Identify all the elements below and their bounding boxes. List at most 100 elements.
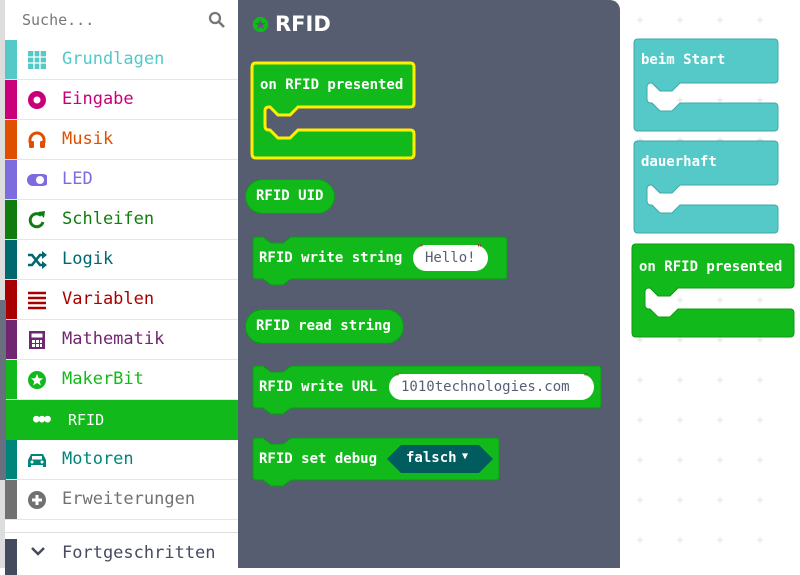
grid-mark [677,297,683,303]
category-musik[interactable]: Musik [5,120,238,160]
grid-mark [717,537,723,543]
grid-mark [677,97,683,103]
category-label: Schleifen [62,209,155,229]
category-color-bar [5,40,17,79]
grid-mark [677,337,683,343]
subcategory-rfid[interactable]: ●●● RFID [5,400,238,440]
grid-mark [757,417,763,423]
category-color-bar [5,160,17,199]
category-color-bar [5,360,17,399]
string-input[interactable]: Hello! [413,236,488,271]
calculator-icon [27,330,47,350]
grid-mark [757,497,763,503]
list-icon [27,290,47,310]
block-label: RFID write string [259,250,403,266]
category-color-bar [5,539,17,575]
grid-mark [637,377,643,383]
car-icon [27,450,47,470]
block-shape [250,61,416,160]
grid-mark [637,17,643,23]
grid-mark [677,537,683,543]
flyout-title-text: RFID [275,12,331,36]
scrollbar[interactable] [0,300,6,480]
window-edge [0,0,5,568]
grid-mark [757,297,763,303]
category-schleifen[interactable]: Schleifen [5,200,238,240]
category-label: Fortgeschritten [62,543,216,563]
category-makerbit[interactable]: MakerBit [5,360,238,400]
grid-mark [717,417,723,423]
block-shape [633,140,779,234]
block-rfid-read-string[interactable]: RFID read string [245,309,404,344]
grid-mark [637,497,643,503]
dropdown-arrow-icon: ▼ [462,451,469,462]
category-eingabe[interactable]: Eingabe [5,80,238,120]
plus-circle-icon [27,490,47,510]
grid-mark [717,17,723,23]
grid-mark [757,337,763,343]
category-label: Erweiterungen [62,489,196,509]
search-icon[interactable] [208,11,226,29]
grid-icon [27,50,47,70]
category-label: Variablen [62,289,155,309]
search-input[interactable]: Suche... [5,0,238,40]
advanced-toggle[interactable]: Fortgeschritten [5,532,238,575]
subcategory-label: RFID [68,411,105,429]
block-label: RFID read string [256,318,391,334]
block-label: RFID set debug [259,451,378,467]
grid-mark [757,457,763,463]
headphones-icon [27,130,47,150]
category-grundlagen[interactable]: Grundlagen [5,40,238,80]
block-shape [631,243,795,338]
shuffle-icon [27,250,47,270]
grid-mark [677,497,683,503]
grid-mark [757,97,763,103]
block-label: beim Start [641,52,726,68]
grid-mark [637,417,643,423]
category-label: LED [62,169,93,189]
star-icon [252,16,269,32]
grid-mark [717,497,723,503]
grid-mark [717,377,723,383]
grid-mark [637,537,643,543]
category-motoren[interactable]: Motoren [5,440,238,480]
category-erweiterungen[interactable]: Erweiterungen [5,480,238,520]
category-mathematik[interactable]: Mathematik [5,320,238,360]
category-label: Mathematik [62,329,165,349]
flyout-panel: RFID on RFID presented RFID UID RFID wri… [238,0,620,568]
workspace[interactable]: beim Start dauerhaft on RFID presented [620,0,800,568]
category-variablen[interactable]: Variablen [5,280,238,320]
block-rfid-uid[interactable]: RFID UID [245,179,335,214]
chevron-down-icon [31,547,45,556]
category-color-bar [5,120,17,159]
category-color-bar [5,200,17,239]
category-label: Eingabe [62,89,134,109]
category-label: Musik [62,129,114,149]
block-label: on RFID presented [639,259,783,275]
boolean-dropdown[interactable]: falsch ▼ [387,445,493,473]
grid-mark [677,377,683,383]
category-logik[interactable]: Logik [5,240,238,280]
category-color-bar [5,480,17,519]
block-label: RFID UID [256,188,324,204]
category-label: Logik [62,249,114,269]
category-label: Grundlagen [62,49,165,69]
circle-dot-icon [27,90,47,110]
grid-mark [677,17,683,23]
category-label: Motoren [62,449,134,469]
grid-mark [677,417,683,423]
category-label: MakerBit [62,369,144,389]
category-color-bar [5,320,17,359]
toggle-icon [27,170,47,190]
dots-icon: ●●● [33,412,51,425]
category-color-bar [5,440,17,479]
category-color-bar [5,240,17,279]
block-label: on RFID presented [260,77,404,93]
refresh-icon [27,210,47,230]
category-led[interactable]: LED [5,160,238,200]
category-color-bar [5,280,17,319]
grid-mark [677,457,683,463]
grid-mark [757,377,763,383]
url-input[interactable]: 1010technologies.com [389,365,594,400]
